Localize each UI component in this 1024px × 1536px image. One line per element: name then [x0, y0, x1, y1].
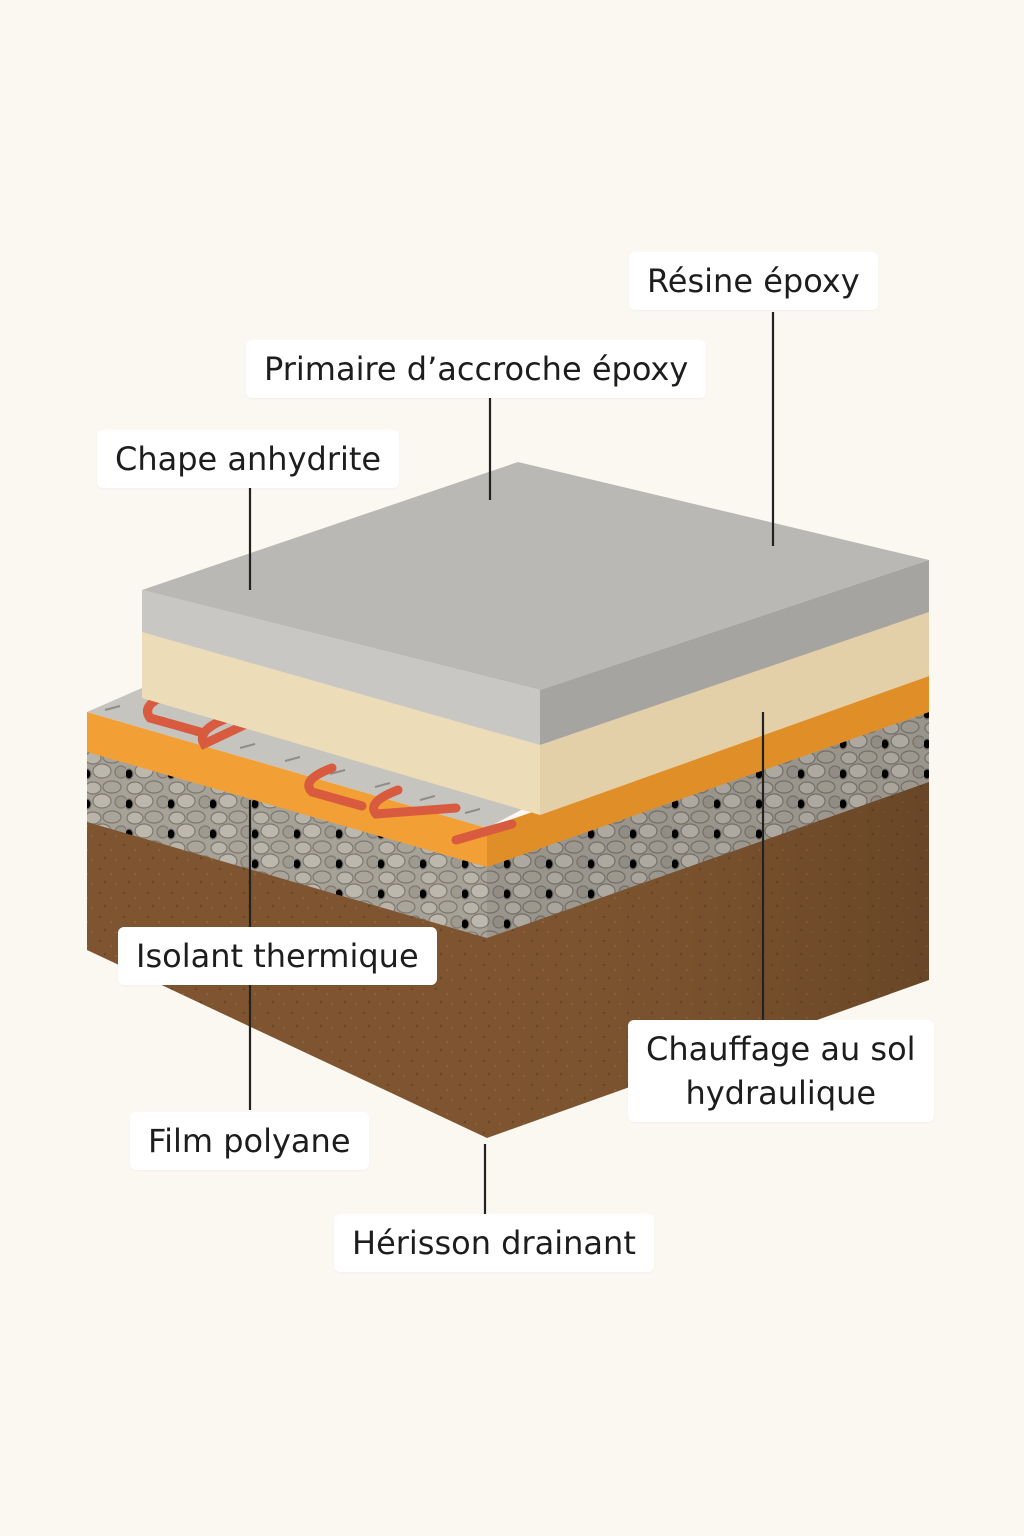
label-film-polyane: Film polyane	[130, 1112, 369, 1170]
label-primaire-accroche: Primaire d’accroche époxy	[246, 340, 707, 398]
label-chape-anhydrite: Chape anhydrite	[97, 430, 400, 488]
heating-panel	[87, 688, 540, 845]
gravel-layer	[87, 710, 929, 938]
label-herisson-text: Hérisson drainant	[352, 1224, 636, 1262]
label-film-text: Film polyane	[148, 1122, 351, 1160]
label-chauffage-line2: hydraulique	[685, 1074, 877, 1112]
label-chauffage-line1: Chauffage au sol	[646, 1030, 916, 1068]
resin-slab	[142, 462, 929, 745]
label-isolant-text: Isolant thermique	[136, 937, 419, 975]
label-primaire-text: Primaire d’accroche époxy	[264, 350, 689, 388]
chape-layer	[142, 610, 929, 815]
label-chape-text: Chape anhydrite	[115, 440, 382, 478]
label-resine-epoxy: Résine époxy	[629, 252, 878, 310]
label-resine-text: Résine époxy	[647, 262, 860, 300]
label-chauffage-sol: Chauffage au sol hydraulique	[628, 1020, 934, 1122]
leader-lines	[248, 312, 775, 1214]
label-isolant-thermique: Isolant thermique	[118, 927, 437, 985]
label-herisson-drainant: Hérisson drainant	[334, 1214, 654, 1272]
